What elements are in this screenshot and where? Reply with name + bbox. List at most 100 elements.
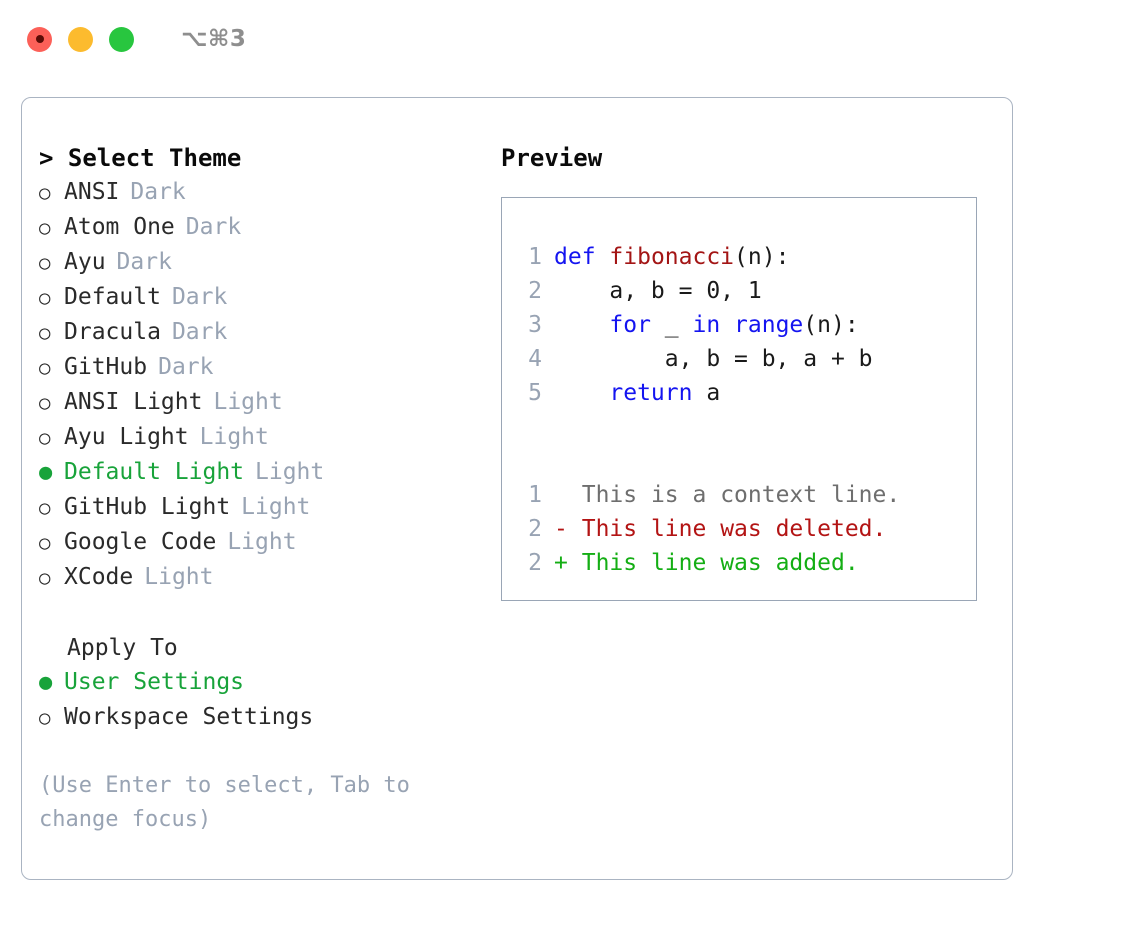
- radio-icon: ○: [39, 707, 51, 729]
- theme-category-tag: Dark: [130, 179, 186, 205]
- theme-category-tag: Light: [255, 459, 325, 485]
- title-bar: ⌥⌘3: [0, 0, 1140, 78]
- theme-category-tag: Dark: [171, 319, 228, 345]
- diff-line-added: 2 + This line was added.: [514, 546, 900, 580]
- traffic-lights: [27, 26, 134, 52]
- theme-category-tag: Dark: [171, 284, 228, 310]
- radio-icon: ○: [39, 392, 51, 414]
- maximize-button[interactable]: [109, 26, 134, 52]
- radio-icon: ○: [39, 287, 51, 309]
- theme-name: Google Code: [64, 529, 217, 555]
- radio-icon: ○: [39, 532, 51, 554]
- line-number: 3: [528, 312, 542, 338]
- theme-list-item-dracula-dark[interactable]: ○ Dracula Dark: [39, 315, 479, 350]
- theme-list-item-atom-one-dark[interactable]: ○ Atom One Dark: [39, 210, 479, 245]
- theme-selector-column: > Select Theme ○ ANSI Dark ○ Atom One Da…: [39, 141, 479, 837]
- theme-name: Ayu Light: [64, 424, 189, 450]
- code-blank-line: [514, 410, 900, 444]
- code-token-plain: [596, 240, 610, 274]
- keyboard-shortcut-label: ⌥⌘3: [181, 26, 247, 52]
- theme-list-item-ansi-light[interactable]: ○ ANSI Light Light: [39, 385, 479, 420]
- apply-to-item-workspace-settings[interactable]: ○ Workspace Settings: [39, 700, 479, 735]
- theme-category-tag: Light: [227, 529, 297, 555]
- theme-list-item-google-code[interactable]: ○ Google Code Light: [39, 525, 479, 560]
- close-button[interactable]: [27, 26, 52, 52]
- preview-heading: Preview: [501, 144, 603, 172]
- code-token-plain: a, b = b, a + b: [554, 346, 873, 372]
- radio-icon: ○: [39, 182, 51, 204]
- diff-text: This is a context line.: [581, 482, 901, 508]
- line-number: 2: [528, 550, 542, 576]
- theme-name: ANSI: [64, 179, 120, 205]
- code-token-builtin: range: [734, 312, 804, 338]
- code-line: 2 a, b = 0, 1: [514, 274, 900, 308]
- theme-name: Atom One: [64, 214, 175, 240]
- theme-list-item-xcode[interactable]: ○ XCode Light: [39, 560, 479, 595]
- code-token-plain: (n):: [803, 312, 859, 338]
- theme-category-tag: Light: [144, 564, 214, 590]
- apply-to-option-name: User Settings: [64, 669, 245, 695]
- diff-sign: +: [554, 550, 568, 576]
- theme-list-item-default-dark[interactable]: ○ Default Dark: [39, 280, 479, 315]
- diff-sign: [554, 478, 568, 512]
- radio-selected-icon: ●: [39, 670, 53, 695]
- theme-name: GitHub Light: [64, 494, 231, 520]
- theme-name: XCode: [64, 564, 134, 590]
- code-token-keyword: for: [609, 312, 651, 338]
- theme-list-item-github-dark[interactable]: ○ GitHub Dark: [39, 350, 479, 385]
- radio-selected-icon: ●: [39, 460, 53, 485]
- theme-list-item-ayu-dark[interactable]: ○ Ayu Dark: [39, 245, 479, 280]
- diff-text: [568, 546, 582, 580]
- code-token-keyword: return: [609, 380, 693, 406]
- select-theme-heading: > Select Theme: [39, 144, 242, 172]
- diff-sign: -: [554, 516, 568, 542]
- code-line: 4 a, b = b, a + b: [514, 342, 900, 376]
- radio-icon: ○: [39, 427, 51, 449]
- theme-list-item-ansi-dark[interactable]: ○ ANSI Dark: [39, 175, 479, 210]
- theme-category-tag: Light: [241, 494, 311, 520]
- radio-icon: ○: [39, 497, 51, 519]
- hint-spacer: [39, 735, 479, 769]
- code-sample: 1 def fibonacci (n): 2 a, b = 0, 1 3: [514, 240, 900, 580]
- code-token-keyword: def: [554, 244, 596, 270]
- theme-category-tag: Light: [213, 389, 283, 415]
- radio-icon: ○: [39, 322, 51, 344]
- theme-list-item-ayu-light[interactable]: ○ Ayu Light Light: [39, 420, 479, 455]
- code-line: 1 def fibonacci (n):: [514, 240, 900, 274]
- theme-name: Default: [64, 284, 161, 310]
- preview-box: 1 def fibonacci (n): 2 a, b = 0, 1 3: [501, 197, 977, 601]
- minimize-button[interactable]: [68, 26, 93, 52]
- theme-category-tag: Light: [199, 424, 269, 450]
- line-number: 2: [528, 516, 542, 542]
- theme-name: Ayu: [64, 249, 106, 275]
- theme-list-item-default-light[interactable]: ● Default Light Light: [39, 455, 479, 490]
- radio-icon: ○: [39, 567, 51, 589]
- theme-list-item-github-light[interactable]: ○ GitHub Light Light: [39, 490, 479, 525]
- diff-text: This line was added.: [581, 550, 859, 576]
- radio-icon: ○: [39, 357, 51, 379]
- code-line: 5 return a: [514, 376, 900, 410]
- code-token-plain: [554, 376, 609, 410]
- keyboard-hint-text: (Use Enter to select, Tab to change focu…: [39, 773, 424, 832]
- radio-icon: ○: [39, 217, 51, 239]
- theme-category-tag: Dark: [185, 214, 242, 240]
- theme-name: Default Light: [64, 459, 245, 485]
- code-line: 3 for _ in range (n):: [514, 308, 900, 342]
- line-number: 1: [528, 482, 542, 508]
- theme-list: ○ ANSI Dark ○ Atom One Dark ○ Ayu Dark: [39, 175, 479, 595]
- code-blank-line: [514, 444, 900, 478]
- diff-line-deleted: 2 - This line was deleted.: [514, 512, 900, 546]
- code-token-plain: [720, 308, 734, 342]
- line-number: 1: [528, 244, 542, 270]
- diff-line-context: 1 This is a context line.: [514, 478, 900, 512]
- diff-text: This line was deleted.: [581, 516, 887, 542]
- code-token-plain: a, b = 0, 1: [554, 278, 762, 304]
- theme-category-tag: Dark: [116, 249, 172, 275]
- theme-category-tag: Dark: [158, 354, 214, 380]
- code-token-plain: (n):: [734, 244, 790, 270]
- code-token-function: fibonacci: [609, 244, 735, 270]
- apply-to-item-user-settings[interactable]: ● User Settings: [39, 665, 479, 700]
- code-token-plain: a: [692, 380, 721, 406]
- diff-text: [568, 512, 582, 546]
